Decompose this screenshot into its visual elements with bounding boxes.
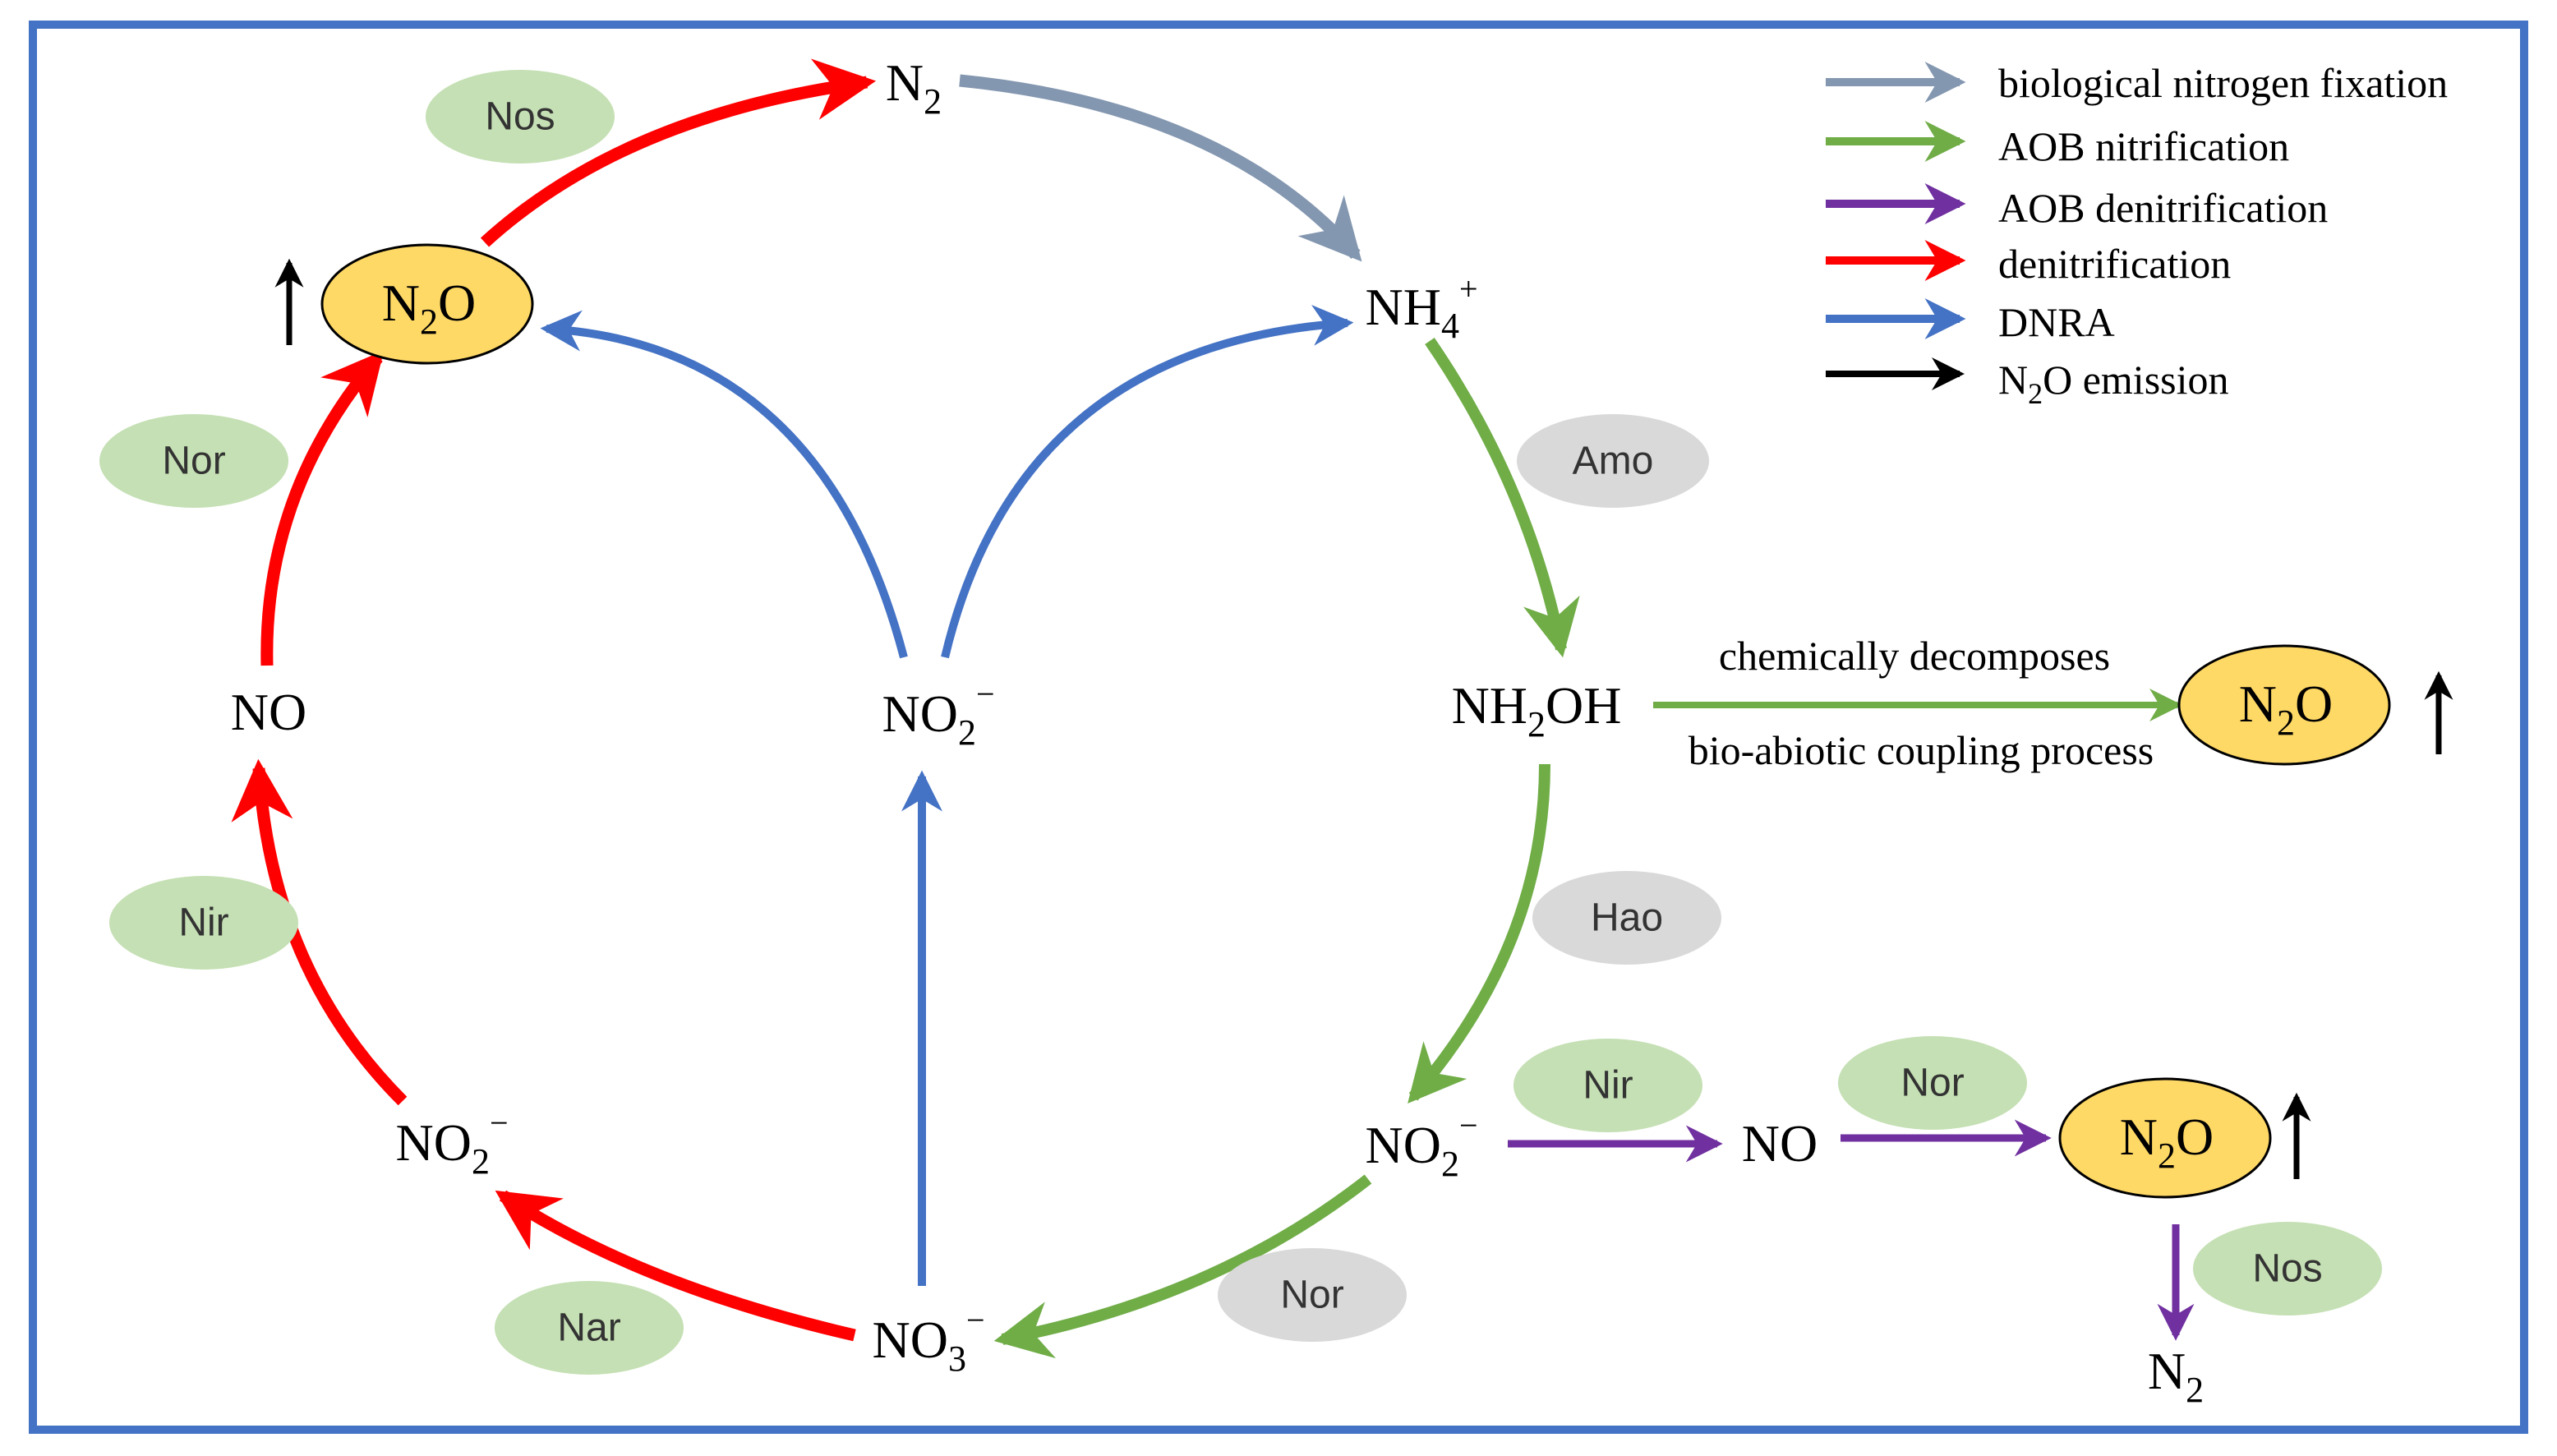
- legend-label: DNRA: [1998, 299, 2115, 345]
- legend-item-n2o-emission: N2O emission: [1826, 357, 2229, 410]
- n2o-ellipse-mid: [2177, 644, 2391, 766]
- no2-center: NO2−: [882, 675, 995, 753]
- enzyme-nos-top: Nos: [426, 70, 615, 164]
- enzyme-nor-right: Nor: [1838, 1036, 2027, 1130]
- no-left: NO: [231, 683, 306, 741]
- nh2oh: NH2OH: [1452, 676, 1622, 744]
- enzyme-amo: Amo: [1517, 414, 1709, 508]
- enzyme-label: Nor: [1280, 1274, 1343, 1317]
- legend-label: N2O emission: [1998, 357, 2229, 410]
- enzyme-nir-left: Nir: [109, 876, 298, 970]
- legend-label: AOB nitrification: [1998, 123, 2289, 169]
- no2-left: NO2−: [396, 1104, 509, 1182]
- arrow-denitrification-n2o-to-n2: [480, 58, 877, 247]
- enzyme-label: Nir: [178, 901, 228, 945]
- label-chemically-decomposes: chemically decomposes: [1719, 633, 2110, 679]
- enzyme-nir-right: Nir: [1513, 1039, 1702, 1132]
- enzyme-label: Nir: [1583, 1064, 1633, 1108]
- arrow-denitrification-no3-to-no2: [495, 1190, 856, 1342]
- n2-top: N2: [886, 53, 942, 122]
- legend-label: AOB denitrification: [1998, 185, 2328, 231]
- arrow-nitrification-no2-to-no3: [993, 1174, 1372, 1359]
- enzyme-label: Amo: [1573, 440, 1654, 483]
- no2-right: NO2−: [1366, 1107, 1478, 1184]
- n2o-ellipse-left: [320, 243, 534, 365]
- no-right: NO: [1742, 1114, 1818, 1173]
- enzyme-label: Nos: [485, 95, 555, 139]
- legend-item-dnra: DNRA: [1826, 298, 2115, 345]
- label-bio-abiotic-coupling: bio-abiotic coupling process: [1689, 727, 2154, 773]
- enzyme-label: Nor: [1900, 1062, 1964, 1105]
- n2o-ellipse-right: [2058, 1077, 2272, 1199]
- arrow-nitrification-nh2oh-to-no2: [1408, 763, 1550, 1104]
- enzyme-nar: Nar: [495, 1281, 684, 1375]
- enzyme-hao: Hao: [1532, 871, 1721, 965]
- legend: biological nitrogen fixation AOB nitrifi…: [1826, 60, 2448, 410]
- legend-item-aob-denitrification: AOB denitrification: [1826, 183, 2328, 231]
- arrow-fixation-n2-to-nh4: [959, 74, 1362, 262]
- legend-label: biological nitrogen fixation: [1998, 60, 2448, 106]
- enzyme-nos-right: Nos: [2193, 1222, 2382, 1315]
- legend-label: denitrification: [1998, 241, 2231, 287]
- n2o-mid-label: N2O: [2239, 675, 2333, 743]
- legend-item-aob-nitrification: AOB nitrification: [1826, 121, 2289, 169]
- enzyme-label: Nar: [557, 1306, 620, 1350]
- legend-item-biological-nitrogen-fixation: biological nitrogen fixation: [1826, 60, 2448, 106]
- arrow-nitrification-nh4-to-nh2oh: [1425, 338, 1580, 658]
- enzyme-nor-gray: Nor: [1218, 1248, 1407, 1342]
- enzyme-label: Nos: [2252, 1247, 2322, 1291]
- n2-bottom: N2: [2148, 1342, 2204, 1410]
- enzyme-label: Nor: [162, 440, 225, 483]
- arrow-denitrification-no2-to-no: [231, 758, 408, 1106]
- enzyme-label: Hao: [1591, 896, 1663, 940]
- figure-border: [29, 21, 2528, 1434]
- n2o-left-label: N2O: [382, 274, 476, 342]
- arrow-dnra-no2-to-nh4: [941, 304, 1354, 659]
- nh4-plus: NH4+: [1366, 270, 1478, 346]
- no3: NO3−: [873, 1302, 985, 1379]
- arrow-dnra-no2-to-n2o: [540, 310, 908, 659]
- legend-item-denitrification: denitrification: [1826, 240, 2231, 287]
- enzyme-nor-left: Nor: [99, 414, 288, 508]
- arrow-denitrification-no-to-n2o: [260, 350, 385, 666]
- n2o-right-label: N2O: [2120, 1108, 2214, 1176]
